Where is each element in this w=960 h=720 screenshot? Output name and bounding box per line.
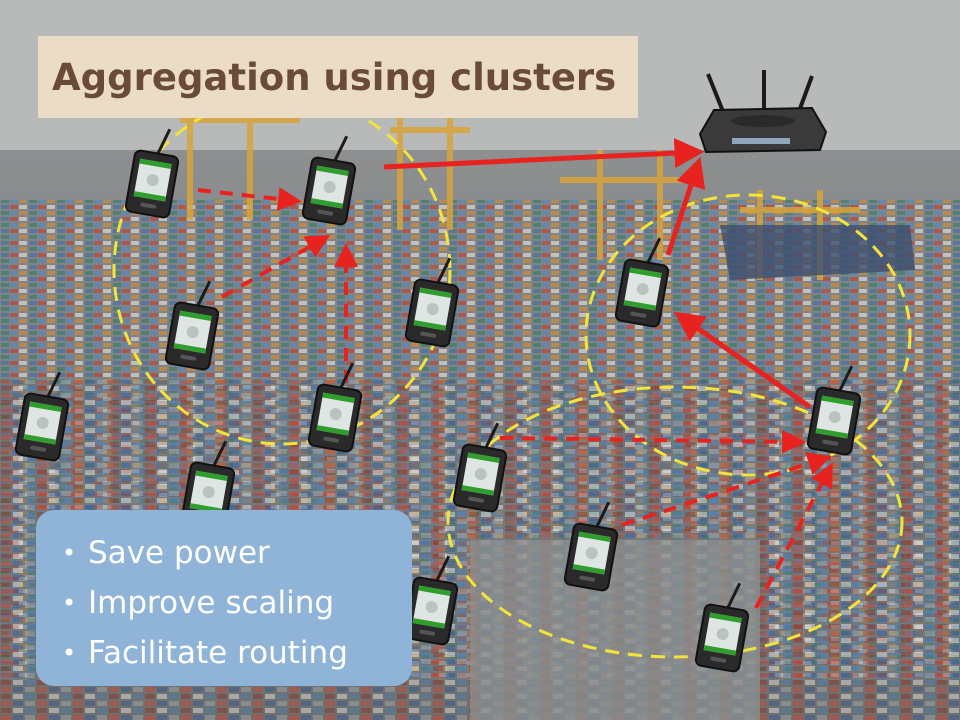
benefit-item: • Improve scaling (62, 578, 412, 628)
benefit-item: • Facilitate routing (62, 628, 412, 678)
benefit-label: Improve scaling (88, 585, 335, 621)
wireless-router-icon (698, 70, 828, 154)
bullet-icon: • (62, 639, 77, 667)
benefit-label: Save power (88, 535, 270, 571)
benefits-list: • Save power • Improve scaling • Facilitate… (62, 528, 412, 678)
benefit-item: • Save power (62, 528, 412, 578)
bullet-icon: • (62, 589, 77, 617)
cluster-outline-right-bottom (446, 385, 904, 659)
intra-cluster-links (197, 187, 833, 609)
slide-title-box: Aggregation using clusters (38, 36, 638, 118)
head-to-sink-links (383, 138, 812, 410)
bullet-icon: • (62, 539, 77, 567)
benefit-label: Facilitate routing (88, 635, 348, 671)
slide-title: Aggregation using clusters (52, 55, 617, 99)
cluster-outline-right-top (584, 193, 912, 477)
benefits-box: • Save power • Improve scaling • Facilitate… (36, 510, 412, 686)
